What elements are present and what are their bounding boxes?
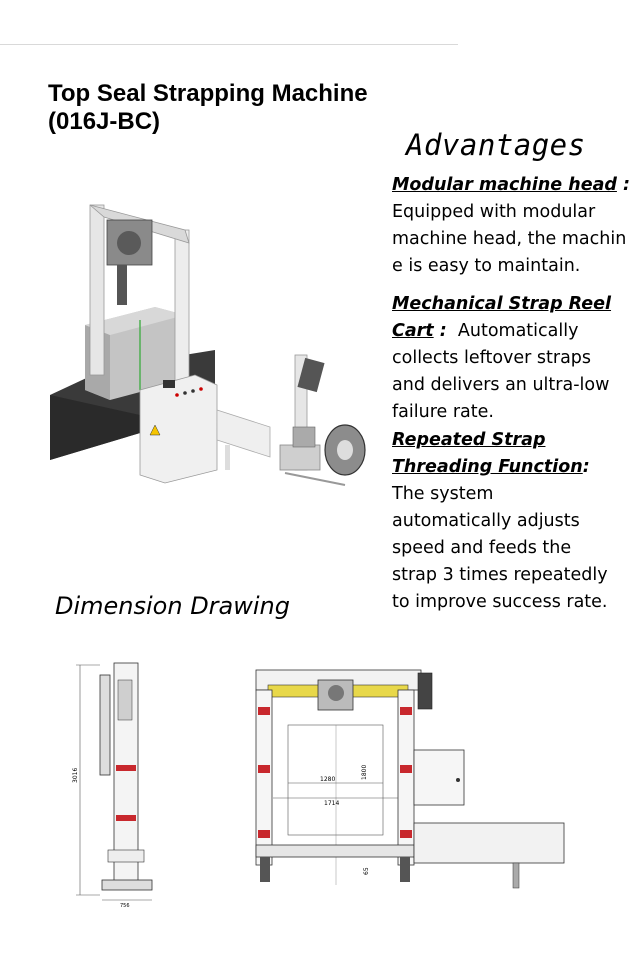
- front-view-drawing: 1280 1714 1800 65: [255, 669, 565, 889]
- advantage-text-line: machine head, the machin: [392, 229, 627, 249]
- advantage-text-line: collects leftover straps: [392, 348, 592, 368]
- advantage-text-line: automatically adjusts: [392, 511, 580, 531]
- height-dimension-label: 3016: [72, 768, 79, 783]
- inner-width-label: 1280: [320, 776, 335, 783]
- advantage-modular-head: Modular machine head : Equipped with mod…: [392, 172, 638, 280]
- advantage-text-line: to improve success rate.: [392, 592, 608, 612]
- advantage-label: Repeated Strap: [392, 430, 546, 450]
- advantage-label: Cart: [392, 321, 434, 341]
- advantages-heading: Advantages: [406, 128, 586, 162]
- page-title: Top Seal Strapping Machine (016J-BC): [48, 80, 448, 136]
- dimension-drawing-heading: Dimension Drawing: [55, 592, 290, 620]
- machine-illustration: [50, 204, 366, 486]
- advantage-text-line: The system: [392, 484, 494, 504]
- advantage-repeated-threading: Repeated Strap Threading Function: The s…: [392, 427, 638, 616]
- advantage-strap-reel-cart: Mechanical Strap Reel Cart : Automatical…: [392, 291, 638, 426]
- advantage-text-line: failure rate.: [392, 402, 494, 422]
- outer-width-label: 1714: [324, 800, 339, 807]
- side-view-drawing: 3016 756: [72, 662, 153, 909]
- width-dimension-label: 756: [120, 903, 130, 909]
- advantage-separator: :: [582, 457, 590, 477]
- advantage-label: Threading Function: [392, 457, 583, 477]
- advantage-text-line: Equipped with modular: [392, 202, 596, 222]
- advantage-label: Mechanical Strap Reel: [392, 294, 612, 314]
- advantage-separator: :: [616, 175, 631, 195]
- advantage-text-line: and delivers an ultra-low: [392, 375, 610, 395]
- advantage-label: Modular machine head: [392, 175, 617, 195]
- title-line-1: Top Seal Strapping Machine: [48, 80, 368, 107]
- advantage-text-line: e is easy to maintain.: [392, 256, 581, 276]
- advantage-text-line: strap 3 times repeatedly: [392, 565, 608, 585]
- top-divider: [0, 44, 458, 45]
- advantage-text-line: Automatically: [457, 321, 579, 341]
- title-line-2: (016J-BC): [48, 108, 161, 135]
- advantage-text-line: speed and feeds the: [392, 538, 572, 558]
- bottom-height-label: 65: [363, 867, 370, 875]
- inner-height-label: 1800: [361, 765, 368, 780]
- advantage-separator: :: [433, 321, 447, 341]
